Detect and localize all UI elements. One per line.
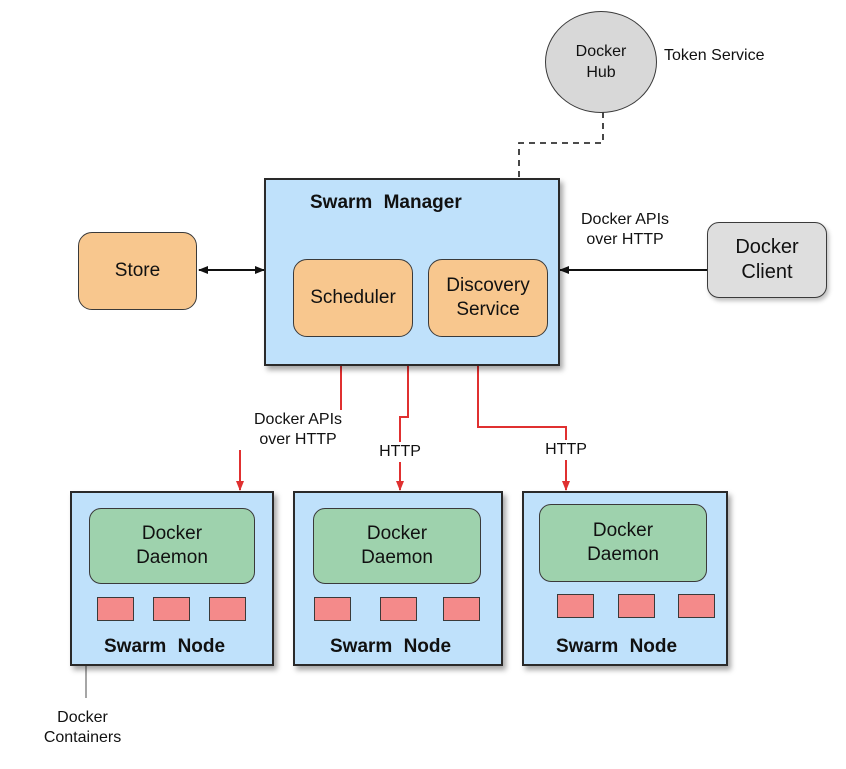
manager-node2-link (396, 366, 409, 491)
container-2a (314, 597, 351, 621)
container-1a (97, 597, 134, 621)
container-2b (380, 597, 417, 621)
container-1b (153, 597, 190, 621)
swarm-manager-title: Swarm Manager (310, 192, 462, 213)
swarm-node-2-title: Swarm Node (330, 636, 452, 657)
container-3c (678, 594, 715, 618)
swarm-node-3-title: Swarm Node (556, 636, 678, 657)
swarm-node-1-title: Swarm Node (104, 636, 226, 657)
token-service-label: Token Service (664, 47, 765, 64)
node3-link-label: HTTP (536, 440, 596, 460)
manager-node3-link (477, 366, 570, 491)
scheduler-box: Scheduler (293, 259, 413, 337)
container-3b (618, 594, 655, 618)
node2-link-label: HTTP (370, 442, 430, 462)
docker-client-box: Docker Client (707, 222, 827, 298)
docker-hub-node: Docker Hub (545, 11, 657, 113)
docker-containers-label: Docker Containers (43, 709, 122, 746)
docker-daemon-1: Docker Daemon (89, 508, 255, 584)
docker-daemon-2: Docker Daemon (313, 508, 481, 584)
container-3a (557, 594, 594, 618)
client-api-label: Docker APIs over HTTP (580, 211, 670, 248)
store-box: Store (78, 232, 197, 310)
container-1c (209, 597, 246, 621)
discovery-service-box: Discovery Service (428, 259, 548, 337)
docker-daemon-3: Docker Daemon (539, 504, 707, 582)
hub-link (518, 101, 604, 180)
node1-link-label: Docker APIs over HTTP (238, 410, 358, 450)
container-2c (443, 597, 480, 621)
